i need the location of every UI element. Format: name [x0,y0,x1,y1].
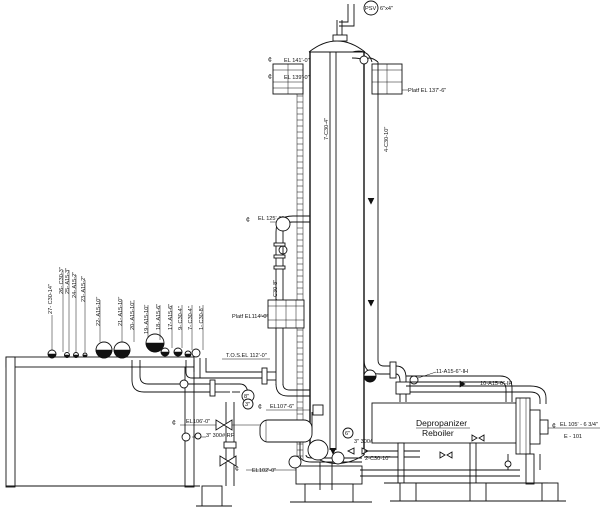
line-2-c30-label: 2-C30-10" [365,456,390,462]
rack-label-1: 1- C30-8" [199,306,205,330]
platform-137-label: Platf EL 137'-6" [408,88,446,94]
centerline-symbol-106: ¢ [172,420,176,427]
reboiler-return-lines: 11-A15-6"-IH 10-A15-6"-IH [363,359,547,404]
tos-label: T.O.S.EL 112'-0" [226,353,267,359]
ladder [296,68,304,460]
rf-3-label: 3" 300# RF [206,433,235,439]
rack-label-9: 9- C30-4" [178,306,184,330]
lower-left-piping: ¢ EL106'-0" 3" 300# RF ¢ EL102'-0" [172,402,310,507]
tag-8: 8" [244,394,249,400]
rack-label-27: 27- C30-14" [48,284,54,314]
centerline-symbol-102: ¢ [235,466,239,473]
centerline-symbol-141: ¢ [268,57,272,64]
top-platform: EL 141'-0" EL 139'-0" Platf EL 137'-6" ¢… [268,57,446,95]
el-141-label: EL 141'-0" [284,58,310,64]
mid-platform: Platf EL114'-0" [232,299,305,329]
tag-6: 6" [345,431,350,437]
rack-label-26: 26- C30-3" [59,267,65,294]
rack-label-23: 23- A15-2" [81,276,87,302]
rf-3b-label: 3" 300# RF [354,439,383,445]
centerline-symbol-105: ¢ [552,423,556,430]
el-105-label: EL 105' - 6 3/4" [560,422,598,428]
centerline-symbol-107: ¢ [258,404,262,411]
line-11-a15-label: 11-A15-6"-IH [436,369,468,375]
line-1-c30-label: 1-C30-8" [273,280,279,302]
rack-to-column-pipes: T.O.S.EL 112'-0" 8" [131,353,310,403]
instrument-bubbles [179,379,202,440]
reboiler-label-line1: Depropanizer [416,418,467,428]
line-4-c30-label: 4-C30-10" [384,127,390,152]
rack-label-18: 18- A15-6" [156,304,162,330]
el-139-label: EL 139'-0" [284,75,310,81]
el-102-label: EL102'-0" [252,468,276,474]
centerline-symbol-139: ¢ [268,74,272,81]
el-125-label: EL 125'-0" [258,216,284,222]
el-107-label: EL107'-6" [270,404,294,410]
reboiler-e101: Depropanizer Reboiler ¢ EL 105' - 6 3/4"… [259,397,600,502]
el-106-label: EL106'-0" [186,419,210,425]
rack-label-22: 22- A15-10" [96,297,102,326]
rack-label-20: 20- A15-10" [130,301,136,330]
rack-label-25: 25- A15-3" [65,268,71,294]
rack-label-21: 21- A15-10" [118,297,124,326]
rack-label-7: 7- C30-4" [188,306,194,330]
e101-label: E - 101 [564,434,582,440]
psv-tag: PSV [365,6,376,12]
rack-line-labels: 27- C30-14" 26- C30-3" 25- A15-3" 24- A1… [48,267,205,334]
rack-label-24: 24- A15-2" [72,272,78,298]
pipe-rack [5,270,204,488]
line-10-a15-label: 10-A15-6"-IH [480,381,512,387]
reboiler-label-line2: Reboiler [422,428,454,438]
line-7-c30-label: 7-C30-4" [324,118,330,140]
tag-3: 3" [245,402,250,408]
psv-size: 6"x4" [380,6,393,12]
overhead-line-4-c30: 4-C30-10" 7-C30-4" [324,50,390,360]
rack-label-17: 17- A15-6" [168,304,174,330]
centerline-symbol-125: ¢ [246,217,250,224]
psv-valve: PSV 6"x4" [332,0,393,42]
rack-label-19: 19- A15-10" [144,305,150,334]
platform-114-label: Platf EL114'-0" [232,314,269,320]
